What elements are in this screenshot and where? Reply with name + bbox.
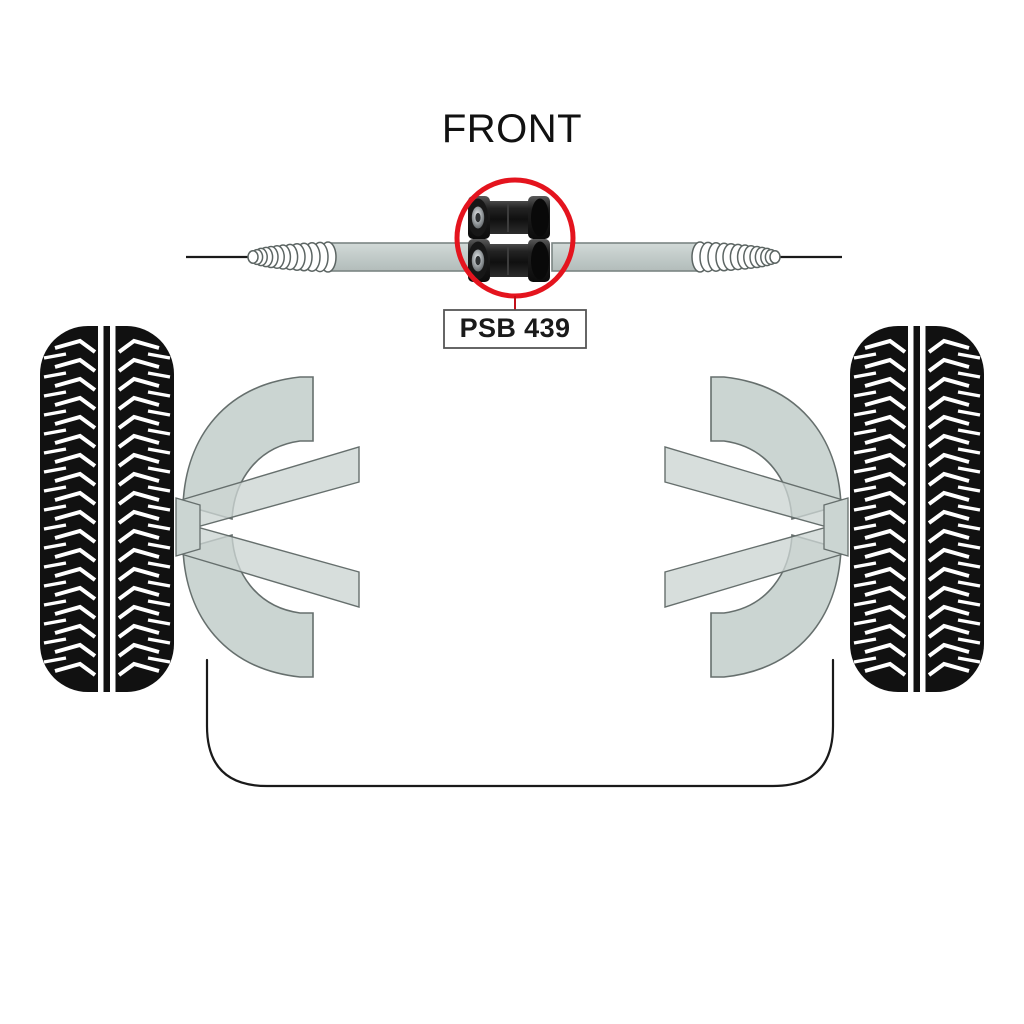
part-number-box[interactable] xyxy=(443,309,587,349)
chassis-outline xyxy=(205,658,835,788)
bushing-lower xyxy=(468,239,550,282)
suspension-arm-left-hub xyxy=(175,497,201,557)
front-orientation-label: FRONT xyxy=(442,107,582,151)
bushing-upper-bore xyxy=(475,212,481,223)
wheel-right-tread xyxy=(853,326,981,692)
anti-roll-bar-left-segment xyxy=(326,242,480,272)
bushing-pair xyxy=(468,196,550,282)
bushing-lower-bore xyxy=(475,255,481,266)
bushing-upper-face-right xyxy=(531,198,549,237)
bushing-lower-face-right xyxy=(531,241,549,280)
suspension-arm-right-hub xyxy=(823,497,849,557)
wheel-left-tread xyxy=(43,326,171,692)
anti-roll-bar-right-coil xyxy=(691,241,781,273)
anti-roll-bar-right-segment xyxy=(551,242,703,272)
wheel-left xyxy=(40,326,174,692)
part-number-text: PSB 439 xyxy=(460,313,571,343)
bushing-upper xyxy=(468,196,550,239)
wheel-left-carcass xyxy=(40,326,174,692)
suspension-arm-right xyxy=(664,376,849,678)
anti-roll-bar-left-coil xyxy=(247,241,337,273)
wheel-right xyxy=(850,326,984,692)
part-number-callout[interactable]: PSB 439 xyxy=(443,309,587,349)
anti-roll-bar xyxy=(186,241,842,273)
suspension-arm-left xyxy=(175,376,360,678)
wheel-right-carcass xyxy=(850,326,984,692)
